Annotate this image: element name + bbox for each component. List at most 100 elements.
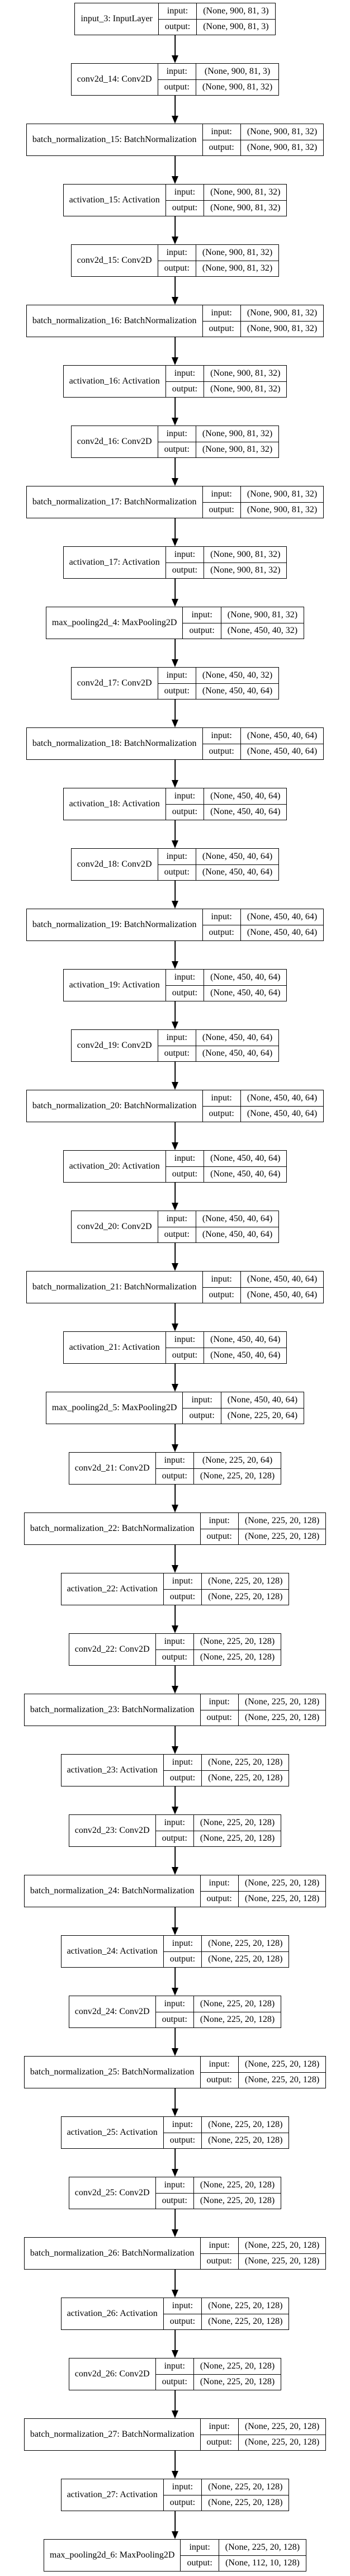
flow-arrow	[171, 1424, 179, 1452]
io-input-label: input:	[209, 2059, 230, 2069]
output-shape-value: (None, 112, 10, 128)	[219, 2555, 306, 2572]
arrow-line	[174, 156, 176, 177]
io-input-label: input:	[166, 247, 187, 257]
io-label-column: input: output:	[182, 607, 221, 639]
layer-node-batch_normalization_15: batch_normalization_15: BatchNormalizati…	[26, 124, 324, 156]
arrow-head-icon	[172, 116, 178, 124]
io-input-label: input:	[211, 1093, 232, 1103]
arrow-head-icon	[172, 1746, 178, 1754]
arrow-line	[174, 216, 176, 237]
io-output-label: output:	[163, 2132, 202, 2149]
io-output-label: output:	[158, 1226, 196, 1243]
shape-column: (None, 900, 81, 32) (None, 900, 81, 32)	[204, 366, 287, 397]
output-shape-value: (None, 225, 20, 128)	[193, 1830, 281, 1847]
io-label-column: input: output:	[163, 2298, 202, 2329]
arrow-line	[174, 1001, 176, 1022]
input-shape-value: (None, 225, 20, 128)	[244, 2421, 320, 2431]
shape-column: (None, 450, 40, 64) (None, 225, 20, 64)	[220, 1392, 304, 1424]
io-input-label: input:	[172, 1938, 193, 1948]
io-label-column: input: output:	[163, 1573, 202, 1605]
io-label-column: input: output:	[202, 1090, 240, 1122]
io-label-column: input: output:	[202, 305, 240, 337]
shape-column: (None, 450, 40, 64) (None, 450, 40, 64)	[195, 1030, 279, 1062]
arrow-head-icon	[172, 1686, 178, 1694]
output-shape-value: (None, 450, 40, 64)	[240, 924, 324, 941]
arrow-head-icon	[172, 418, 178, 426]
flow-arrow	[171, 1303, 179, 1331]
shape-column: (None, 225, 20, 128) (None, 225, 20, 128…	[201, 1755, 289, 1786]
layer-label: input_3: InputLayer	[81, 14, 153, 23]
input-shape-value: (None, 450, 40, 64)	[210, 1153, 281, 1163]
arrow-head-icon	[172, 780, 178, 788]
io-label-column: input: output:	[157, 426, 196, 457]
arrow-line	[174, 2390, 176, 2411]
arrow-line	[174, 1968, 176, 1988]
io-output-label: output:	[155, 1468, 193, 1485]
io-output-label: output:	[165, 562, 204, 579]
shape-column: (None, 225, 20, 128) (None, 225, 20, 128…	[193, 1996, 281, 2027]
arrow-head-icon	[172, 2048, 178, 2056]
io-label-column: input: output:	[202, 124, 240, 155]
arrow-head-icon	[172, 538, 178, 546]
arrow-line	[174, 2330, 176, 2351]
io-input-label: input:	[172, 2300, 193, 2310]
input-shape-value: (None, 450, 40, 64)	[247, 1093, 318, 1103]
output-shape-value: (None, 225, 20, 128)	[238, 2072, 326, 2088]
output-shape-value: (None, 225, 20, 128)	[238, 1890, 326, 1907]
io-output-label: output:	[163, 2494, 202, 2511]
io-input-label: input:	[211, 126, 232, 136]
layer-node-activation_15: activation_15: Activation input: output:…	[63, 184, 287, 216]
layer-label: batch_normalization_20: BatchNormalizati…	[32, 1101, 197, 1110]
layer-label: conv2d_20: Conv2D	[77, 1222, 152, 1231]
layer-node-activation_17: activation_17: Activation input: output:…	[63, 546, 287, 579]
layer-node-activation_20: activation_20: Activation input: output:…	[63, 1150, 287, 1183]
io-output-label: output:	[163, 1951, 202, 1968]
layer-label: batch_normalization_18: BatchNormalizati…	[32, 739, 197, 748]
layer-label: batch_normalization_15: BatchNormalizati…	[32, 135, 197, 144]
io-output-label: output:	[165, 381, 204, 398]
input-shape-value: (None, 900, 81, 32)	[247, 126, 318, 136]
arrow-line	[174, 337, 176, 358]
io-label-column: input: output:	[200, 2238, 238, 2269]
arrow-head-icon	[172, 1142, 178, 1150]
output-shape-value: (None, 450, 40, 64)	[196, 683, 279, 699]
layer-node-activation_23: activation_23: Activation input: output:…	[60, 1754, 290, 1786]
io-output-label: output:	[202, 502, 240, 518]
flow-arrow	[171, 398, 179, 426]
output-shape-value: (None, 450, 40, 64)	[196, 1045, 279, 1062]
flow-arrow	[171, 639, 179, 667]
input-shape-value: (None, 225, 20, 128)	[200, 1998, 275, 2008]
output-shape-value: (None, 225, 20, 128)	[193, 2374, 281, 2390]
input-shape-value: (None, 450, 40, 64)	[202, 1213, 273, 1223]
output-shape-value: (None, 225, 20, 128)	[193, 2011, 281, 2028]
layer-label: batch_normalization_17: BatchNormalizati…	[32, 497, 197, 507]
io-label-column: input: output:	[180, 2540, 219, 2572]
output-shape-value: (None, 225, 20, 128)	[238, 1709, 326, 1726]
io-output-label: output:	[202, 924, 240, 941]
input-shape-value: (None, 225, 20, 64)	[202, 1455, 273, 1465]
arrow-line	[174, 1183, 176, 1203]
io-output-label: output:	[155, 2011, 193, 2028]
io-output-label: output:	[165, 1347, 204, 1364]
arrow-head-icon	[172, 1082, 178, 1090]
arrow-line	[174, 1364, 176, 1384]
arrow-line	[174, 1545, 176, 1566]
flow-arrow	[171, 1001, 179, 1029]
io-label-column: input: output:	[157, 668, 196, 699]
output-shape-value: (None, 450, 40, 64)	[240, 1287, 324, 1303]
layer-label: conv2d_14: Conv2D	[77, 74, 152, 84]
input-shape-value: (None, 900, 81, 32)	[202, 247, 273, 257]
flow-arrow	[171, 699, 179, 727]
layer-label: conv2d_15: Conv2D	[77, 256, 152, 265]
shape-column: (None, 450, 40, 64) (None, 450, 40, 64)	[204, 970, 287, 1001]
layer-node-batch_normalization_23: batch_normalization_23: BatchNormalizati…	[23, 1694, 327, 1726]
output-shape-value: (None, 900, 81, 32)	[196, 260, 279, 277]
layer-node-batch_normalization_18: batch_normalization_18: BatchNormalizati…	[26, 727, 324, 760]
io-output-label: output:	[181, 2555, 219, 2572]
input-shape-value: (None, 450, 40, 64)	[210, 972, 281, 982]
layer-label: activation_16: Activation	[69, 376, 160, 386]
arrow-head-icon	[172, 1625, 178, 1633]
io-label-column: input: output:	[155, 1815, 193, 1846]
layer-label: activation_18: Activation	[69, 799, 160, 809]
io-output-label: output:	[200, 2072, 238, 2088]
